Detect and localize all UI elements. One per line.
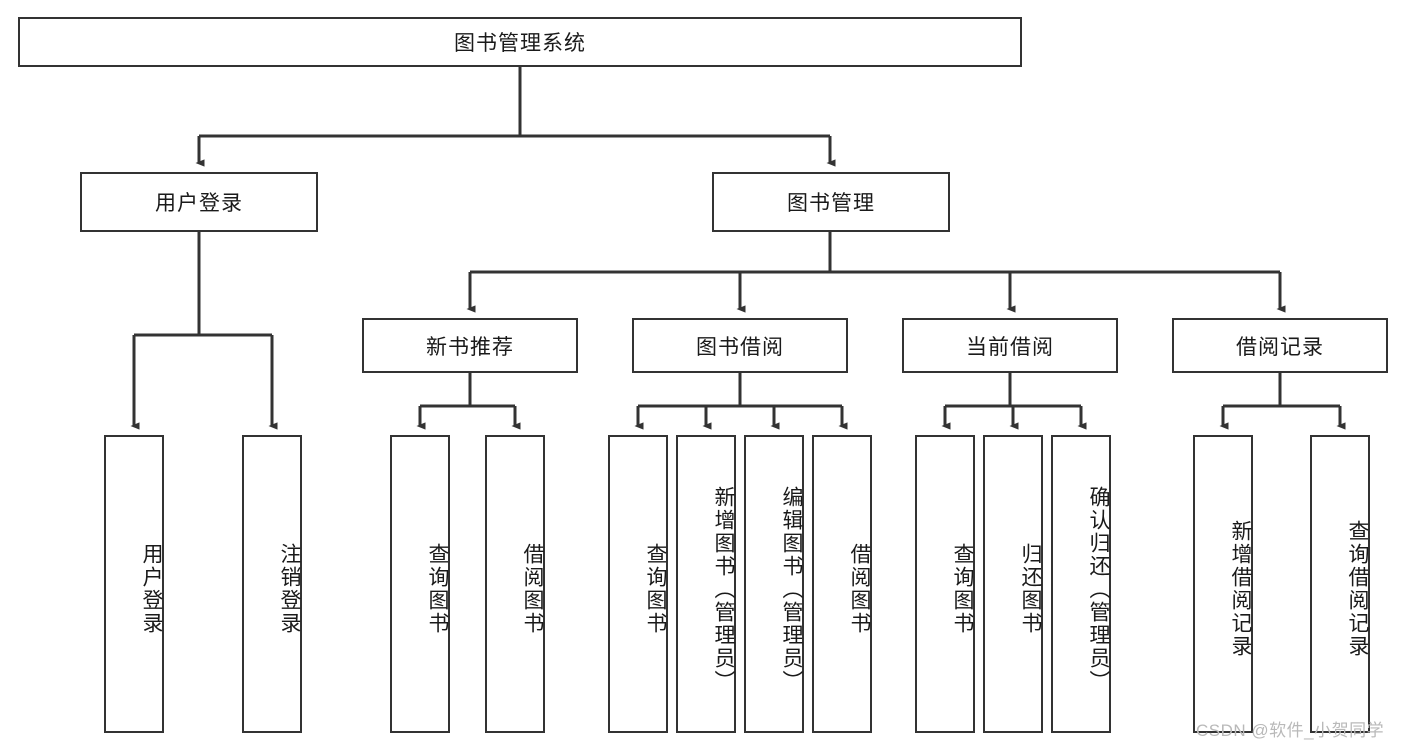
leaf-confirm-return-admin-label: 确认归还（管理员） <box>1087 485 1110 693</box>
leaf-return-book[interactable]: 归还图书 <box>983 435 1043 733</box>
leaf-borrow-book[interactable]: 借阅图书 <box>812 435 872 733</box>
node-root[interactable]: 图书管理系统 <box>18 17 1022 67</box>
node-new-book-recommend-label: 新书推荐 <box>426 335 514 359</box>
leaf-borrow-book-recommend[interactable]: 借阅图书 <box>485 435 545 733</box>
leaf-query-borrow-record-label: 查询借阅记录 <box>1346 520 1369 658</box>
leaf-edit-book-admin-label: 编辑图书（管理员） <box>780 485 803 693</box>
node-borrow-record[interactable]: 借阅记录 <box>1172 318 1388 373</box>
node-user-login[interactable]: 用户登录 <box>80 172 318 232</box>
node-book-management[interactable]: 图书管理 <box>712 172 950 232</box>
leaf-query-book-recommend[interactable]: 查询图书 <box>390 435 450 733</box>
leaf-query-book-current-label: 查询图书 <box>951 543 974 635</box>
node-current-borrow[interactable]: 当前借阅 <box>902 318 1118 373</box>
leaf-add-book-admin[interactable]: 新增图书（管理员） <box>676 435 736 733</box>
node-book-management-label: 图书管理 <box>787 192 875 215</box>
watermark: CSDN @软件_小贺同学 <box>1196 721 1385 740</box>
leaf-query-book-borrow-label: 查询图书 <box>644 543 667 635</box>
node-book-borrow[interactable]: 图书借阅 <box>632 318 848 373</box>
node-current-borrow-label: 当前借阅 <box>966 335 1054 359</box>
node-root-label: 图书管理系统 <box>454 32 586 55</box>
leaf-query-book-borrow[interactable]: 查询图书 <box>608 435 668 733</box>
leaf-query-book-recommend-label: 查询图书 <box>426 543 449 635</box>
leaf-user-logout-label: 注销登录 <box>278 543 301 635</box>
leaf-user-login[interactable]: 用户登录 <box>104 435 164 733</box>
node-book-borrow-label: 图书借阅 <box>696 335 784 359</box>
node-borrow-record-label: 借阅记录 <box>1236 335 1324 359</box>
leaf-edit-book-admin[interactable]: 编辑图书（管理员） <box>744 435 804 733</box>
leaf-add-borrow-record[interactable]: 新增借阅记录 <box>1193 435 1253 733</box>
leaf-borrow-book-recommend-label: 借阅图书 <box>521 543 544 635</box>
leaf-confirm-return-admin[interactable]: 确认归还（管理员） <box>1051 435 1111 733</box>
leaf-borrow-book-label: 借阅图书 <box>848 543 871 635</box>
leaf-user-logout[interactable]: 注销登录 <box>242 435 302 733</box>
leaf-return-book-label: 归还图书 <box>1019 543 1042 635</box>
leaf-add-borrow-record-label: 新增借阅记录 <box>1229 520 1252 658</box>
leaf-add-book-admin-label: 新增图书（管理员） <box>712 485 735 693</box>
leaf-query-book-current[interactable]: 查询图书 <box>915 435 975 733</box>
leaf-query-borrow-record[interactable]: 查询借阅记录 <box>1310 435 1370 733</box>
node-new-book-recommend[interactable]: 新书推荐 <box>362 318 578 373</box>
leaf-user-login-label: 用户登录 <box>140 543 163 635</box>
node-user-login-label: 用户登录 <box>155 192 243 215</box>
